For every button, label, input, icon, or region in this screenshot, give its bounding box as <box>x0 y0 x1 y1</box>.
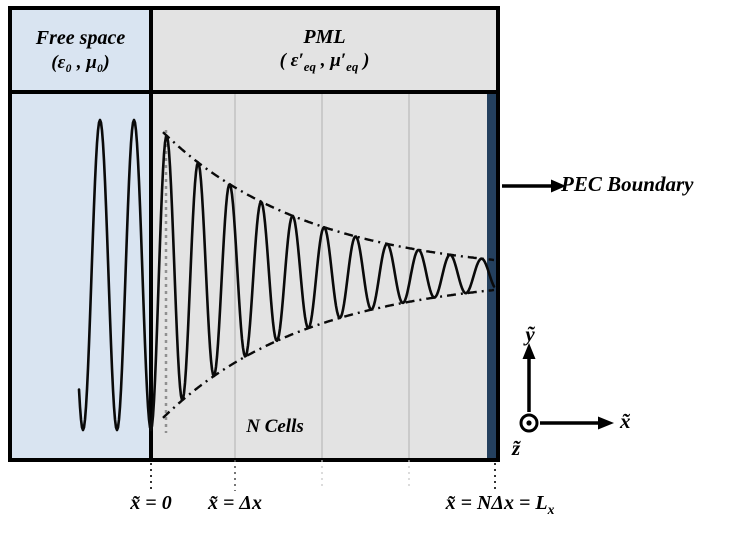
pml-params-close: ) <box>358 50 370 71</box>
n-cells-label: N Cells <box>246 416 304 437</box>
x-length-label: x̃ = NΔx = Lx <box>408 492 592 518</box>
pml-params-mid: , μ′ <box>315 50 347 71</box>
pml-params: ( ε′eq , μ′eq ) <box>279 50 370 74</box>
free-space-params: (ε₀ , μ₀) <box>51 51 110 73</box>
pec-boundary-strip <box>487 94 496 458</box>
z-axis-circle-icon <box>519 413 539 433</box>
x-zero-label: x̃ = 0 <box>130 492 172 514</box>
z-axis-dot-icon <box>526 420 532 426</box>
x-length-main: x̃ = NΔx = L <box>445 492 548 514</box>
pec-boundary-label: PEC Boundary <box>561 172 694 196</box>
pml-params-sub1: eq <box>303 58 316 74</box>
free-space-title: Free space <box>35 26 126 49</box>
pml-header: PML ( ε′eq , μ′eq ) <box>153 10 496 94</box>
x-axis-label: x̃ <box>620 409 631 433</box>
simulation-domain-box: Free space (ε₀ , μ₀) PML ( ε′eq , μ′eq ) <box>8 6 500 462</box>
x-length-sub: x <box>547 502 555 517</box>
free-space-region <box>12 94 153 458</box>
pml-title: PML <box>303 26 346 48</box>
pml-region <box>153 94 496 458</box>
pml-params-sub2: eq <box>346 58 359 74</box>
y-axis-label: ỹ <box>525 322 535 346</box>
pml-params-open: ( ε′ <box>279 50 304 71</box>
x-axis-arrowhead <box>598 416 614 430</box>
x-deltax-label: x̃ = Δx <box>208 492 262 514</box>
z-axis-label: z̃ <box>512 436 521 460</box>
free-space-header: Free space (ε₀ , μ₀) <box>12 10 153 94</box>
